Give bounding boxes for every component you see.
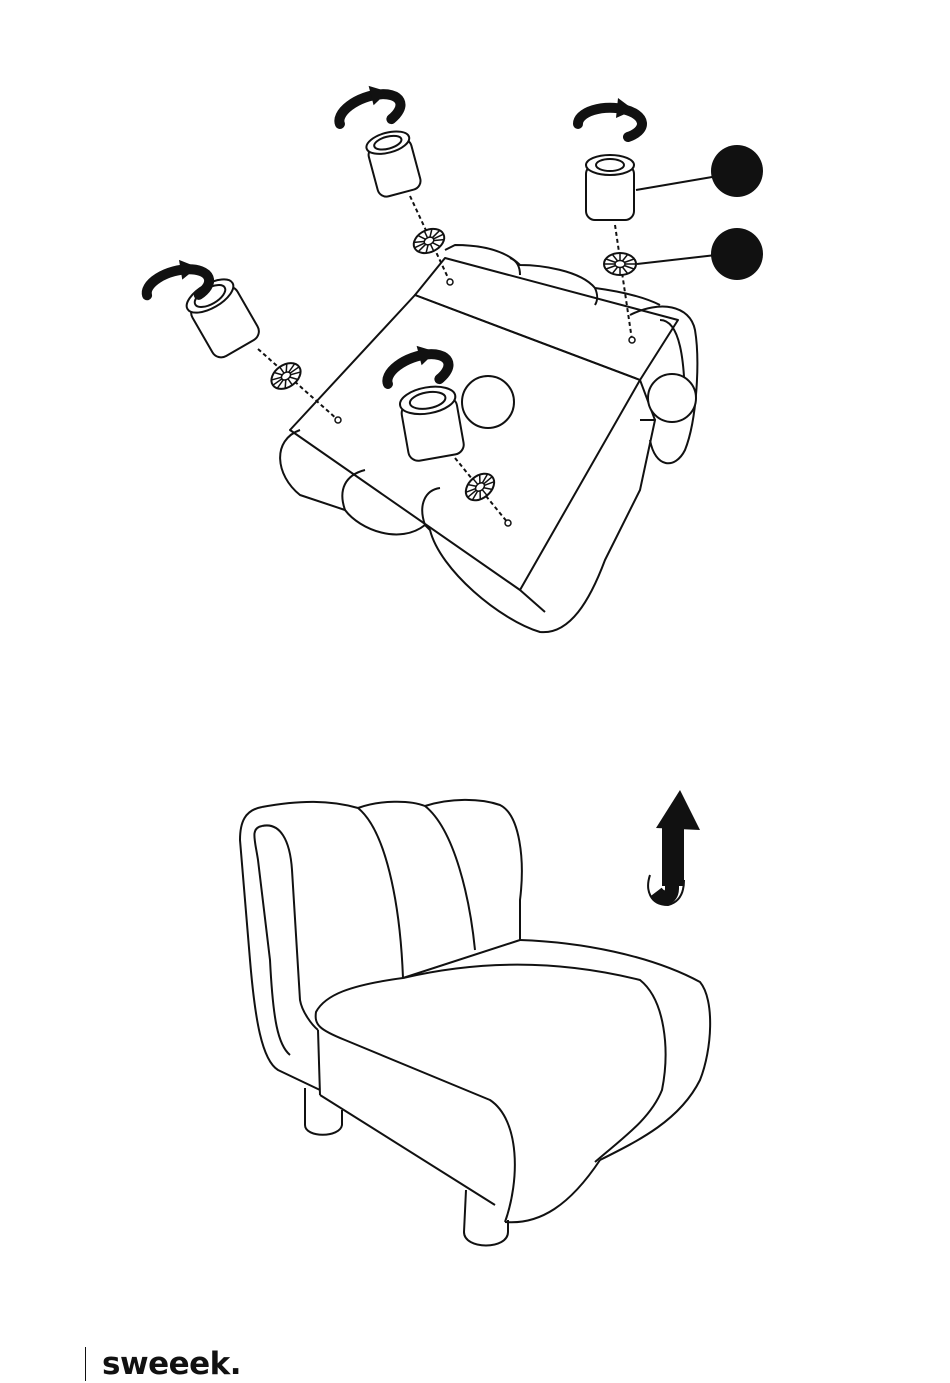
footer-divider [85, 1347, 86, 1381]
chair-upright [240, 800, 710, 1246]
leg-3 [578, 98, 642, 343]
rotate-arrow-icon [578, 98, 642, 137]
callout-washer [637, 228, 763, 280]
upright-arrow-icon [648, 790, 700, 905]
leg-4 [379, 338, 511, 526]
footer: sweeek. [85, 1346, 241, 1382]
leg-2 [331, 78, 453, 285]
brand-logo: sweeek. [102, 1346, 241, 1382]
chair-upside-down [280, 245, 697, 632]
leg-1 [140, 254, 341, 423]
callout-leg [636, 145, 763, 197]
rotate-arrow-icon [331, 78, 404, 137]
